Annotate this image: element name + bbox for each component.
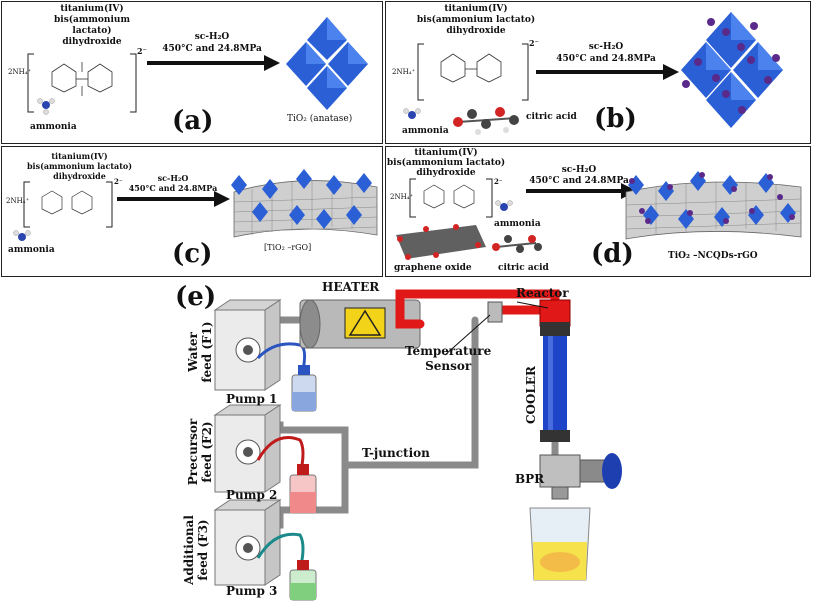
condition-bottom: 450°C and 24.8MPa <box>128 183 218 193</box>
panel-a-graphic <box>27 17 368 115</box>
citric-acid-label: citric acid <box>526 112 577 122</box>
panel-c: titanium(IV) bis(ammonium lactato) dihyd… <box>1 146 383 277</box>
beaker-icon <box>529 507 591 581</box>
counter-ion-label: 2NH₄⁺ <box>392 68 416 76</box>
panel-letter: (b) <box>594 104 637 134</box>
tio2-ncqd-particles-icon <box>628 171 796 229</box>
panel-d-graphic <box>396 171 802 260</box>
panel-b-graphic <box>403 12 783 135</box>
charge-label: 2⁻ <box>529 38 539 48</box>
ammonia-label: ammonia <box>402 126 449 136</box>
precursor-name: titanium(IV) bis(ammonium lactato) dihyd… <box>416 4 536 36</box>
reactor-label: Reactor <box>516 286 569 300</box>
precursor-name: titanium(IV) bis(ammonium lactato) dihyd… <box>386 148 506 178</box>
pump-1-icon <box>213 299 282 391</box>
citric-acid-label: citric acid <box>498 263 549 273</box>
tio2-particles-icon <box>231 169 372 229</box>
temperature-sensor-label: Temperature Sensor <box>405 344 492 373</box>
counter-ion-label: 2NH₄⁺ <box>390 193 414 201</box>
ammonia-label: ammonia <box>30 122 77 132</box>
graphene-oxide-icon <box>396 224 486 260</box>
condition-bottom: 450°C and 24.8MPa <box>162 44 262 54</box>
condition-bottom: 450°C and 24.8MPa <box>529 176 629 186</box>
graphene-oxide-label: graphene oxide <box>394 263 472 273</box>
pump-3-icon <box>213 499 282 586</box>
precursor-name: titanium(IV) bis(ammonium lactato) dihyd… <box>26 151 133 181</box>
bpr-label: BPR <box>515 472 545 486</box>
citric-acid-icon <box>492 235 542 253</box>
cooler-label: COOLER <box>524 366 538 425</box>
heater-icon <box>299 299 421 349</box>
pump-3-label: Pump 3 <box>226 584 278 598</box>
tio2-octahedra-icon <box>286 17 368 110</box>
panel-c-graphic <box>13 169 378 241</box>
panel-b: titanium(IV) bis(ammonium lactato) dihyd… <box>385 1 811 144</box>
charge-label: 2⁻ <box>114 177 123 186</box>
reaction-arrow-icon <box>663 64 679 80</box>
pump-2-icon <box>213 404 282 493</box>
tjunction-label: T-junction <box>362 446 430 460</box>
cooler-icon <box>540 322 570 442</box>
condition-bottom: 450°C and 24.8MPa <box>556 54 656 64</box>
tio2-ncqd-octahedra-icon <box>681 12 783 128</box>
condition-top: sc-H₂O <box>561 165 597 175</box>
flow-system-graphic <box>213 289 622 601</box>
citric-acid-icon <box>453 107 519 135</box>
charge-label: 2⁻ <box>137 46 147 56</box>
water-bottle-icon <box>291 365 317 412</box>
reaction-arrow-icon <box>264 55 280 71</box>
condition-top: sc-H₂O <box>157 173 189 183</box>
pump-2-label: Pump 2 <box>226 488 278 502</box>
product-label: TiO₂ –NCQDs-rGO <box>668 251 758 261</box>
panel-letter: (a) <box>172 106 214 136</box>
reactor-icon <box>539 299 571 327</box>
panel-a: titanium(IV) bis(ammonium lactato) dihyd… <box>1 1 383 144</box>
water-feed-label: Water feed (F1) <box>186 321 214 383</box>
precursor-bottle-icon <box>289 464 317 514</box>
additional-feed-label: Additional feed (F3) <box>182 515 210 585</box>
product-label: TiO₂ (anatase) <box>287 114 353 124</box>
condition-top: sc-H₂O <box>194 32 230 42</box>
product-label: [TiO₂ –rGO] <box>264 243 312 252</box>
charge-label: 2⁻ <box>494 177 503 186</box>
precursor-name: titanium(IV) bis(ammonium lactato) dihyd… <box>54 4 130 47</box>
hot-surface-warning-icon <box>348 309 382 336</box>
temperature-sensor-icon <box>487 301 503 323</box>
pump-1-label: Pump 1 <box>226 392 278 406</box>
ammonia-label: ammonia <box>8 245 55 255</box>
ammonia-label: ammonia <box>494 219 541 229</box>
counter-ion-label: 2NH₄⁺ <box>6 197 30 205</box>
panel-letter: (e) <box>175 282 217 312</box>
panel-letter: (d) <box>591 239 634 269</box>
heater-label: HEATER <box>322 280 380 294</box>
panel-e: (e) HEATER Reactor Temperature Sensor T-… <box>0 280 813 603</box>
ammonia-icon <box>42 101 50 109</box>
panel-letter: (c) <box>172 239 213 269</box>
reaction-arrow-icon <box>214 191 230 207</box>
panel-d: titanium(IV) bis(ammonium lactato) dihyd… <box>385 146 811 277</box>
condition-top: sc-H₂O <box>588 42 624 52</box>
counter-ion-label: 2NH₄⁺ <box>8 68 32 76</box>
additional-bottle-icon <box>289 560 317 601</box>
bpr-icon <box>539 453 622 500</box>
precursor-feed-label: Precursor feed (F2) <box>186 418 214 486</box>
